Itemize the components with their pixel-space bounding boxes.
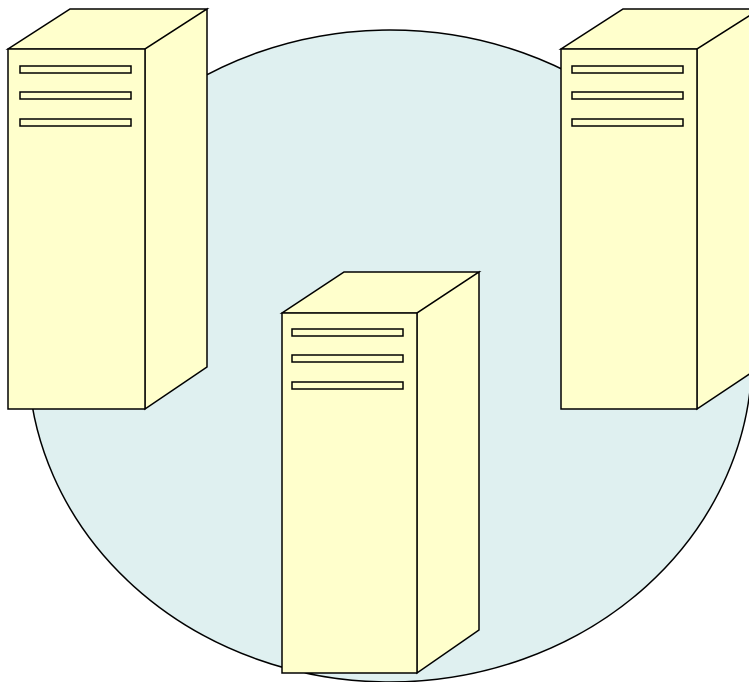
drive-slot-1 [291,328,404,337]
drive-slot-3 [291,381,404,390]
server-side-face [696,15,749,411]
drive-slot-3 [19,118,132,127]
tower-server-icon [558,8,749,411]
drive-slot-1 [19,65,132,74]
drive-slot-2 [19,91,132,100]
server-side-face [144,7,208,411]
drive-slot-2 [571,91,684,100]
drive-slot-1 [571,65,684,74]
tower-server-icon [5,7,210,411]
drive-slot-2 [291,354,404,363]
server-center [279,270,482,675]
server-side-face [416,270,480,675]
drive-slot-3 [571,118,684,127]
server-front-face [560,48,698,410]
server-front-face [7,48,146,410]
server-front-face [281,312,418,674]
server-right [558,8,749,411]
tower-server-icon [279,270,482,675]
server-left [5,7,210,411]
